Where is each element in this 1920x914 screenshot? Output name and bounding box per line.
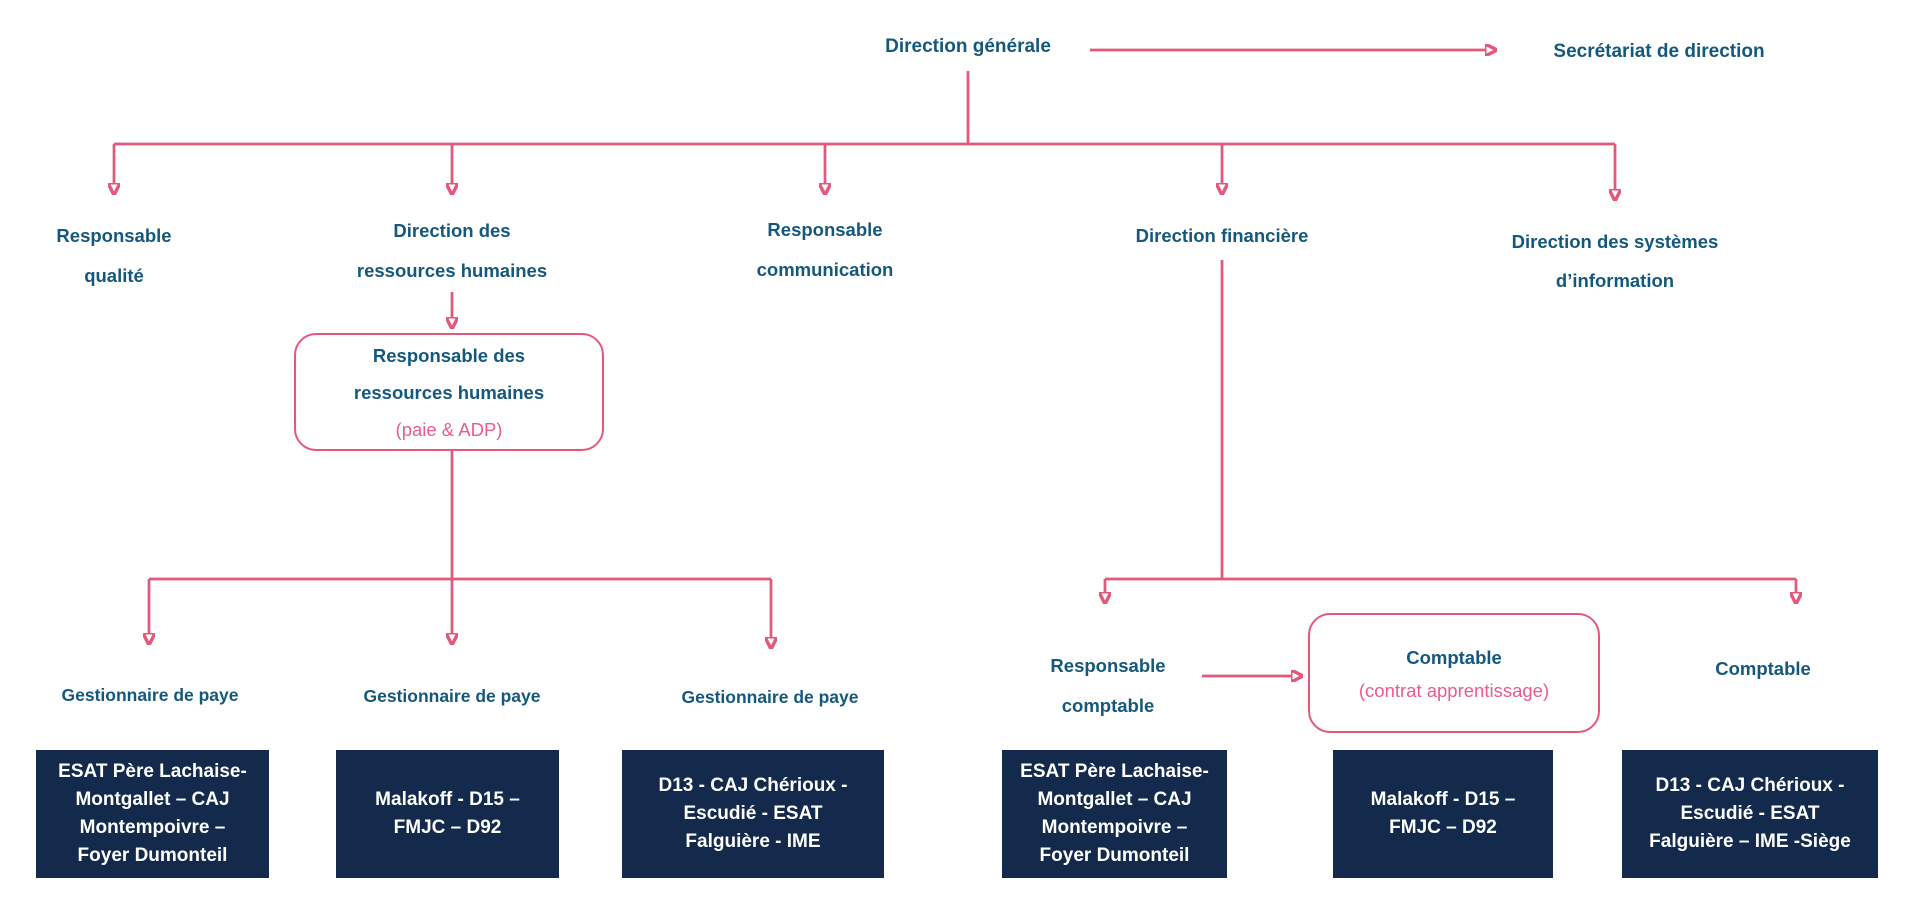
sites-box-comptabilite-3: D13 - CAJ Chérioux - Escudié - ESAT Falg…	[1622, 750, 1878, 878]
box-responsable-rh-paie-adp: Responsable des ressources humaines (pai…	[294, 333, 604, 451]
node-direction-ressources-humaines: Direction des ressources humaines	[356, 220, 548, 281]
sites-box-comptabilite-2: Malakoff - D15 – FMJC – D92	[1333, 750, 1553, 878]
node-gestionnaire-de-paye-1: Gestionnaire de paye	[61, 685, 239, 705]
node-responsable-comptable: Responsable comptable	[1050, 655, 1166, 716]
node-direction-financiere: Direction financière	[1135, 225, 1309, 246]
sites-box-comptabilite-1: ESAT Père Lachaise- Montgallet – CAJ Mon…	[1002, 750, 1227, 878]
node-gestionnaire-de-paye-2: Gestionnaire de paye	[363, 686, 541, 706]
box-comptable-apprentissage-subtitle: (contrat apprentissage)	[1358, 680, 1550, 701]
node-secretariat-de-direction: Secrétariat de direction	[1553, 41, 1765, 62]
box-comptable-apprentissage-title: Comptable	[1406, 647, 1502, 668]
box-comptable-apprentissage: Comptable (contrat apprentissage)	[1308, 613, 1600, 733]
sites-box-paye-3: D13 - CAJ Chérioux - Escudié - ESAT Falg…	[622, 750, 884, 878]
sites-box-paye-1: ESAT Père Lachaise- Montgallet – CAJ Mon…	[36, 750, 269, 878]
node-direction-systemes-information: Direction des systèmes d’information	[1511, 231, 1719, 291]
node-gestionnaire-de-paye-3: Gestionnaire de paye	[681, 687, 859, 707]
node-responsable-qualite: Responsable qualité	[56, 225, 172, 286]
node-comptable: Comptable	[1715, 658, 1811, 679]
box-responsable-rh-title: Responsable des ressources humaines	[353, 344, 545, 403]
box-responsable-rh-subtitle: (paie & ADP)	[395, 418, 503, 440]
sites-box-paye-2: Malakoff - D15 – FMJC – D92	[336, 750, 559, 878]
node-responsable-communication: Responsable communication	[756, 219, 894, 280]
node-direction-generale: Direction générale	[885, 36, 1051, 57]
